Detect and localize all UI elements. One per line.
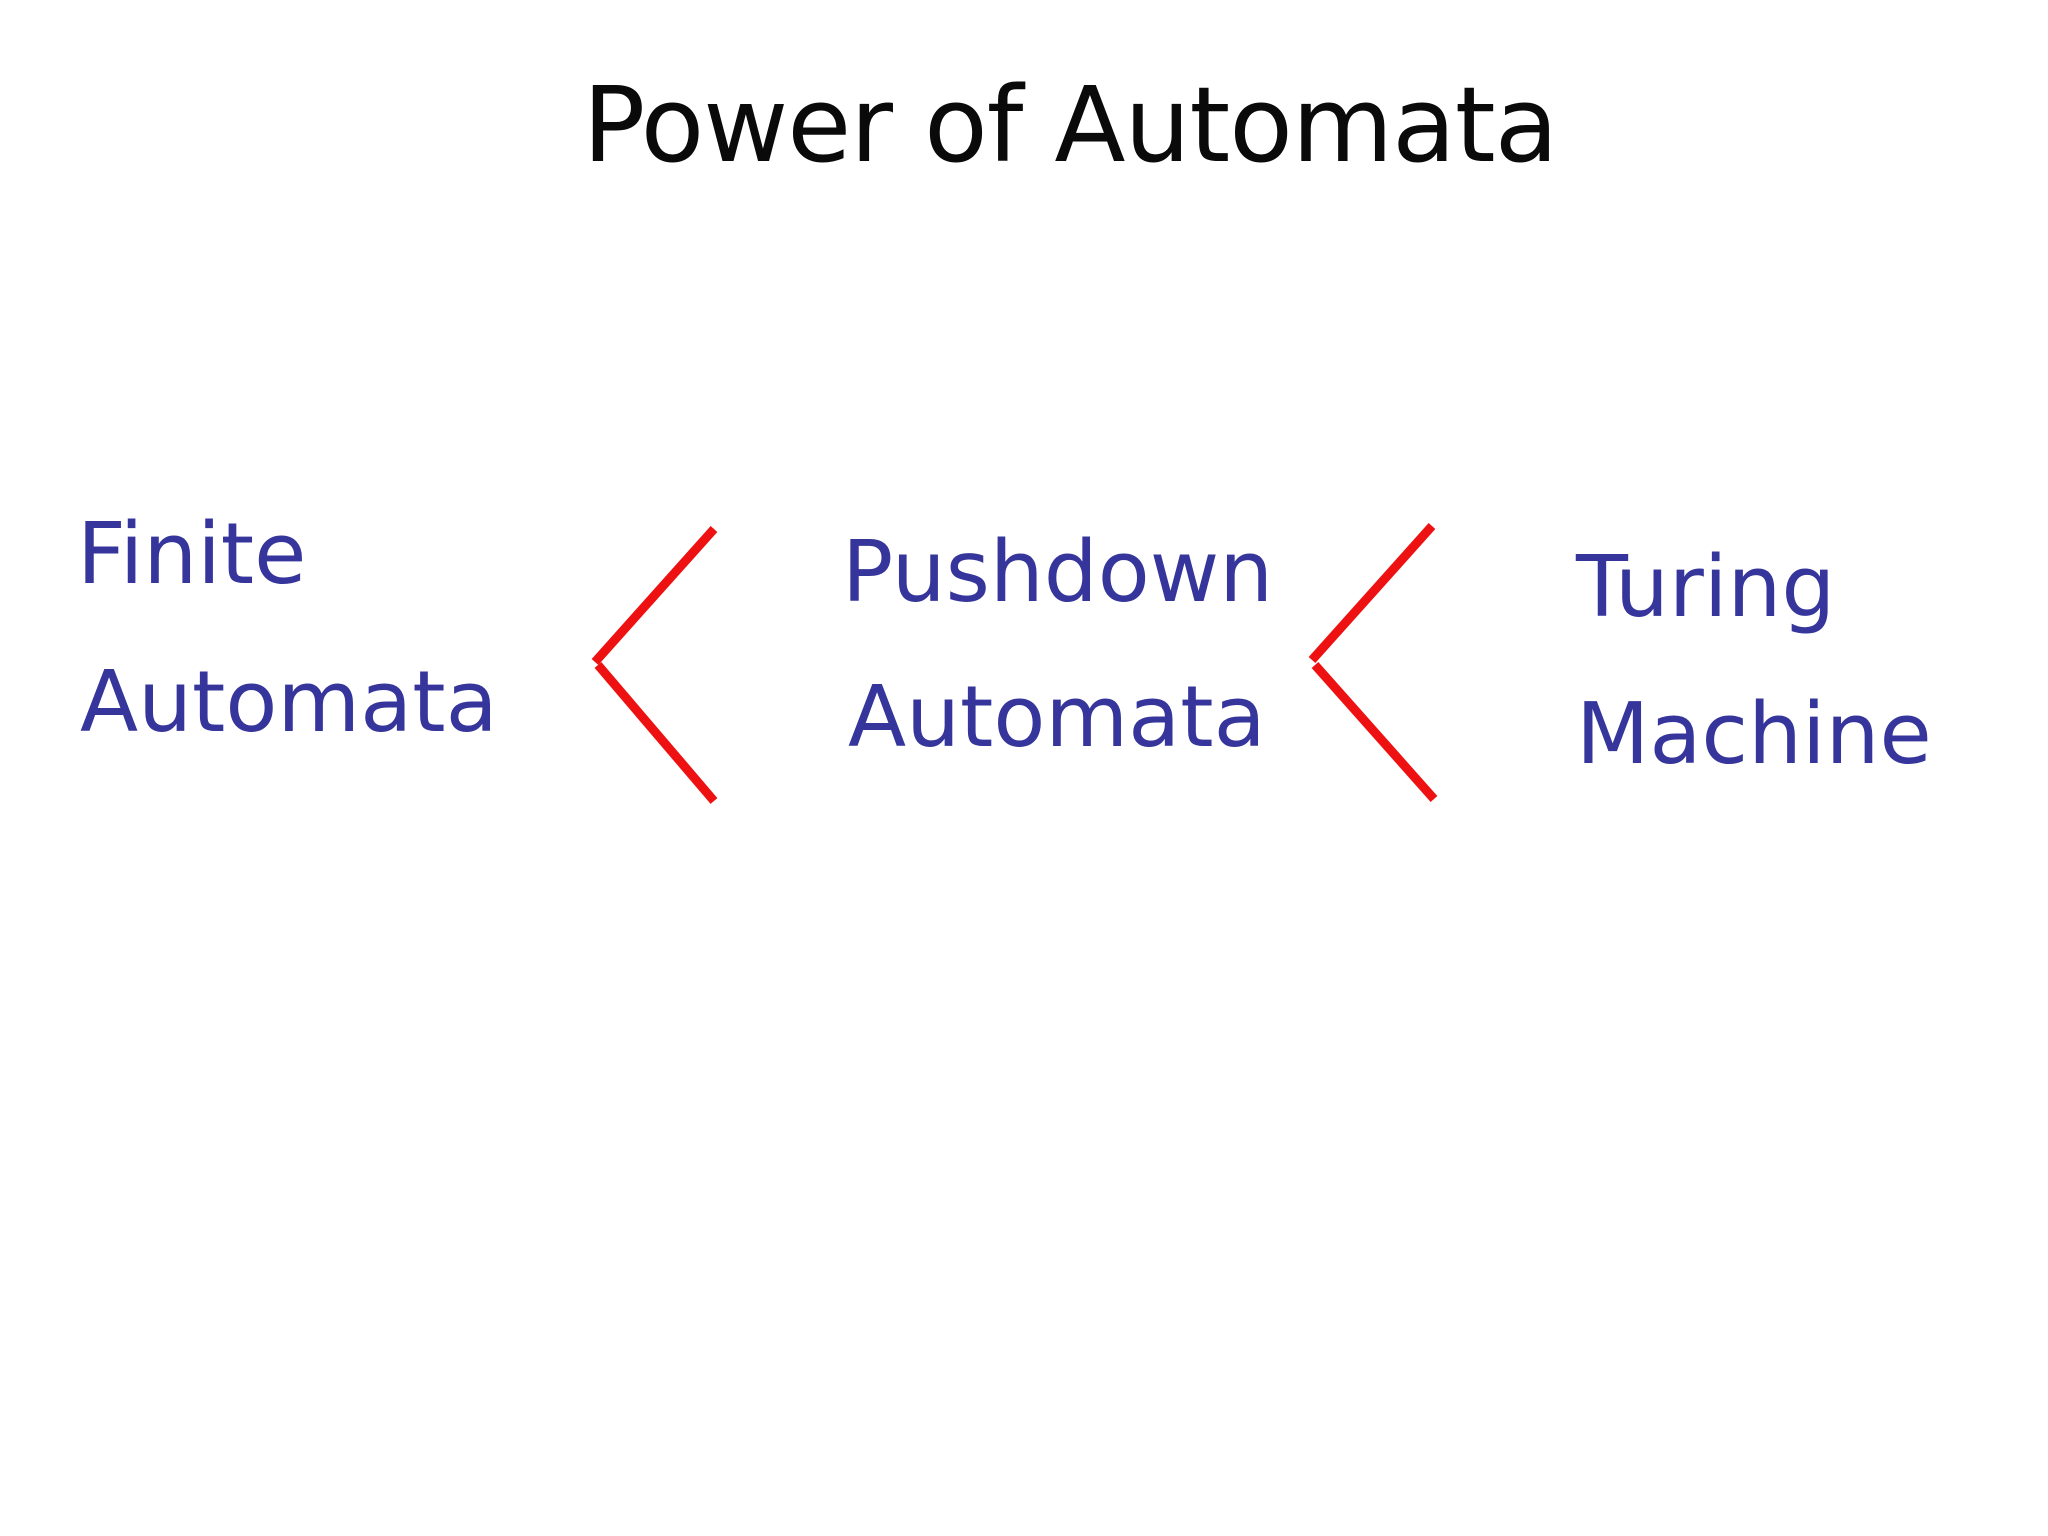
- pushdown-automata-label-line1: Pushdown: [842, 523, 1274, 622]
- chevron-stroke-lower: [594, 662, 718, 804]
- finite-automata-label-line2: Automata: [80, 653, 498, 752]
- chevron-stroke-upper: [1308, 522, 1436, 664]
- less-than-chevron-icon: [1308, 522, 1438, 802]
- chevron-stroke-lower: [1311, 662, 1438, 802]
- less-than-chevron-icon: [591, 525, 718, 804]
- pushdown-automata-label-line2: Automata: [848, 668, 1266, 767]
- slide-title: Power of Automata: [582, 64, 1559, 186]
- chevron-stroke-upper: [591, 525, 718, 666]
- finite-automata-label-line1: Finite: [77, 505, 307, 604]
- turing-machine-label-line2: Machine: [1576, 685, 1932, 784]
- turing-machine-label-line1: Turing: [1576, 538, 1836, 637]
